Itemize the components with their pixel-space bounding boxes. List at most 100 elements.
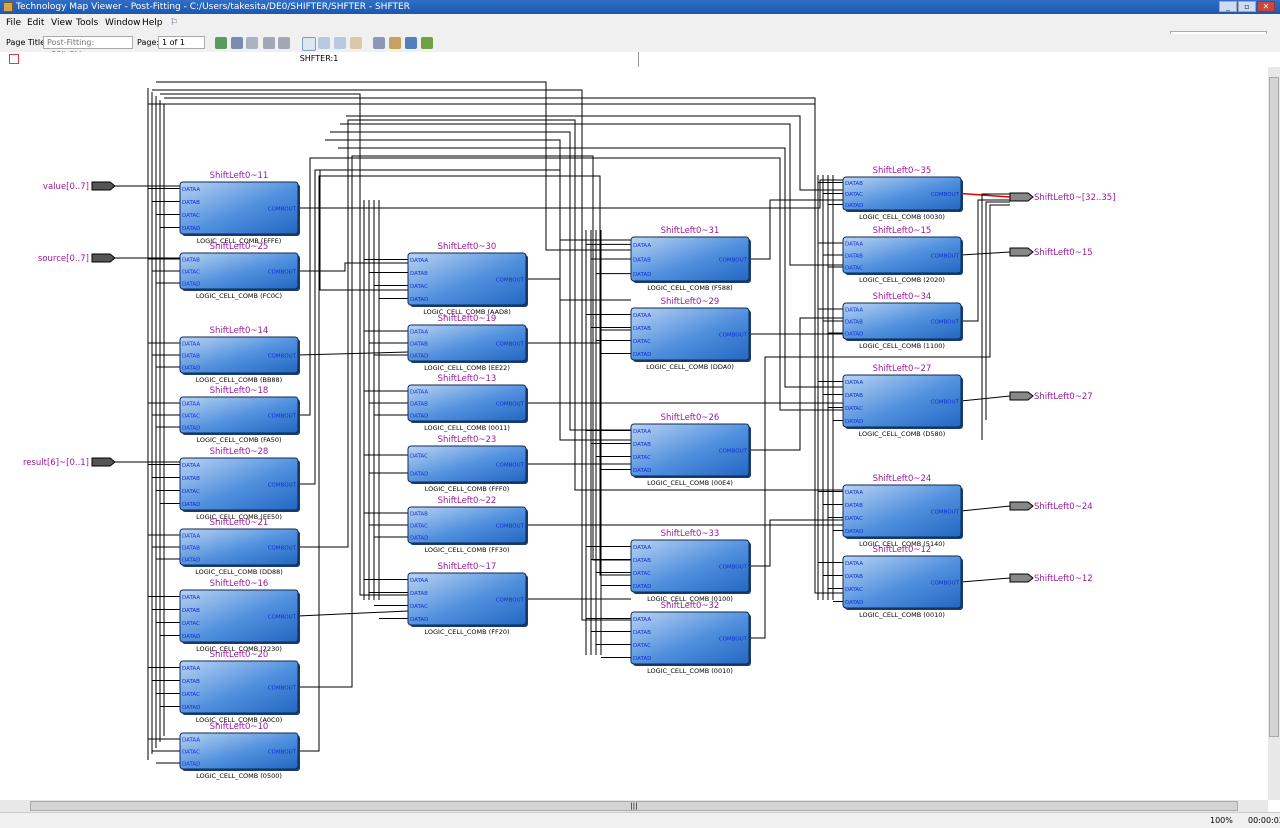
cell-port: DATAC: [182, 270, 200, 276]
cell-port: DATAA: [182, 402, 200, 408]
cell-body: [407, 445, 527, 483]
forward-icon[interactable]: [246, 37, 258, 49]
output-pin-label: ShiftLeft0~12: [1034, 574, 1093, 584]
cell-port: DATAD: [182, 762, 200, 768]
chip-planner-icon[interactable]: [421, 37, 433, 49]
cell-port: DATAA: [410, 258, 428, 264]
vertical-scrollbar[interactable]: [1268, 67, 1280, 800]
cell-port: DATAB: [633, 326, 651, 332]
cell-output-port: COMBOUT: [268, 546, 297, 552]
refresh-icon[interactable]: [215, 37, 227, 49]
cell-port: DATAC: [410, 454, 428, 460]
cell-output-port: COMBOUT: [931, 510, 960, 516]
output-pin-icon[interactable]: [1009, 501, 1034, 511]
next-page-icon[interactable]: [278, 37, 290, 49]
cell-port: DATAA: [410, 330, 428, 336]
hand-tool-icon[interactable]: [350, 37, 362, 49]
cell-type: LOGIC_CELL_COMB (0030): [859, 213, 945, 221]
output-pin-icon[interactable]: [1009, 247, 1034, 257]
cell-port: DATAA: [182, 534, 200, 540]
vertical-scroll-thumb[interactable]: [1269, 77, 1279, 737]
cell-port: DATAD: [845, 203, 863, 209]
cell-type: LOGIC_CELL_COMB (0011): [424, 424, 510, 432]
horizontal-scrollbar[interactable]: |||: [0, 800, 1268, 812]
cell-body: [179, 660, 299, 714]
bird-eye-view-icon[interactable]: [389, 37, 401, 49]
cell-port: DATAB: [182, 546, 200, 552]
input-pin-icon[interactable]: [91, 181, 116, 191]
menu-edit[interactable]: Edit: [27, 18, 45, 28]
cell-output-port: COMBOUT: [931, 400, 960, 406]
cell-port: DATAD: [410, 536, 428, 542]
input-pin-icon[interactable]: [91, 253, 116, 263]
close-icon[interactable]: ✕: [1257, 1, 1275, 12]
tab-shfter[interactable]: SHFTER:1: [0, 52, 639, 67]
menu-view[interactable]: View: [51, 18, 73, 28]
output-pin-icon[interactable]: [1009, 573, 1034, 583]
minimize-icon[interactable]: _: [1219, 1, 1237, 12]
selection-tool-icon[interactable]: [302, 37, 316, 51]
properties-icon[interactable]: [405, 37, 417, 49]
cell-output-port: COMBOUT: [931, 192, 960, 198]
output-pin-icon[interactable]: [1009, 391, 1034, 401]
cell-name: ShiftLeft0~14: [210, 326, 269, 336]
zoom-out-icon[interactable]: [334, 37, 346, 49]
help-topic-icon[interactable]: ⚐: [170, 18, 179, 28]
cell-name: ShiftLeft0~25: [210, 242, 269, 252]
menu-tools[interactable]: Tools: [76, 18, 99, 28]
input-pin-icon[interactable]: [91, 457, 116, 467]
previous-page-icon[interactable]: [263, 37, 275, 49]
cell-type: LOGIC_CELL_COMB (0010): [647, 667, 733, 675]
cell-port: DATAD: [182, 282, 200, 288]
horizontal-scroll-thumb[interactable]: |||: [30, 801, 1238, 811]
cell-output-port: COMBOUT: [496, 524, 525, 530]
cell-name: ShiftLeft0~23: [438, 435, 497, 445]
cell-port: DATAC: [845, 266, 863, 272]
menu-file[interactable]: File: [6, 18, 22, 28]
netlist-navigator-icon[interactable]: [373, 37, 385, 49]
cell-port: DATAA: [182, 595, 200, 601]
menu-help[interactable]: Help: [142, 18, 163, 28]
menu-window[interactable]: Window: [105, 18, 141, 28]
page-select[interactable]: 1 of 1: [158, 36, 205, 49]
cell-port: DATAC: [633, 571, 651, 577]
maximize-icon[interactable]: ▫: [1238, 1, 1256, 12]
output-pin-icon[interactable]: [1009, 192, 1034, 202]
page-title-field[interactable]: Post-Fitting: s88lt:SLL: [43, 36, 133, 59]
zoom-in-icon[interactable]: [318, 37, 330, 49]
output-pin-label: ShiftLeft0~24: [1034, 502, 1093, 512]
cell-port: DATAB: [845, 320, 863, 326]
back-icon[interactable]: [231, 37, 243, 49]
cell-name: ShiftLeft0~32: [661, 601, 720, 611]
cell-type: LOGIC_CELL_COMB (2230): [196, 645, 282, 653]
cell-type: LOGIC_CELL_COMB (DD88): [195, 568, 283, 576]
cell-output-port: COMBOUT: [268, 207, 297, 213]
